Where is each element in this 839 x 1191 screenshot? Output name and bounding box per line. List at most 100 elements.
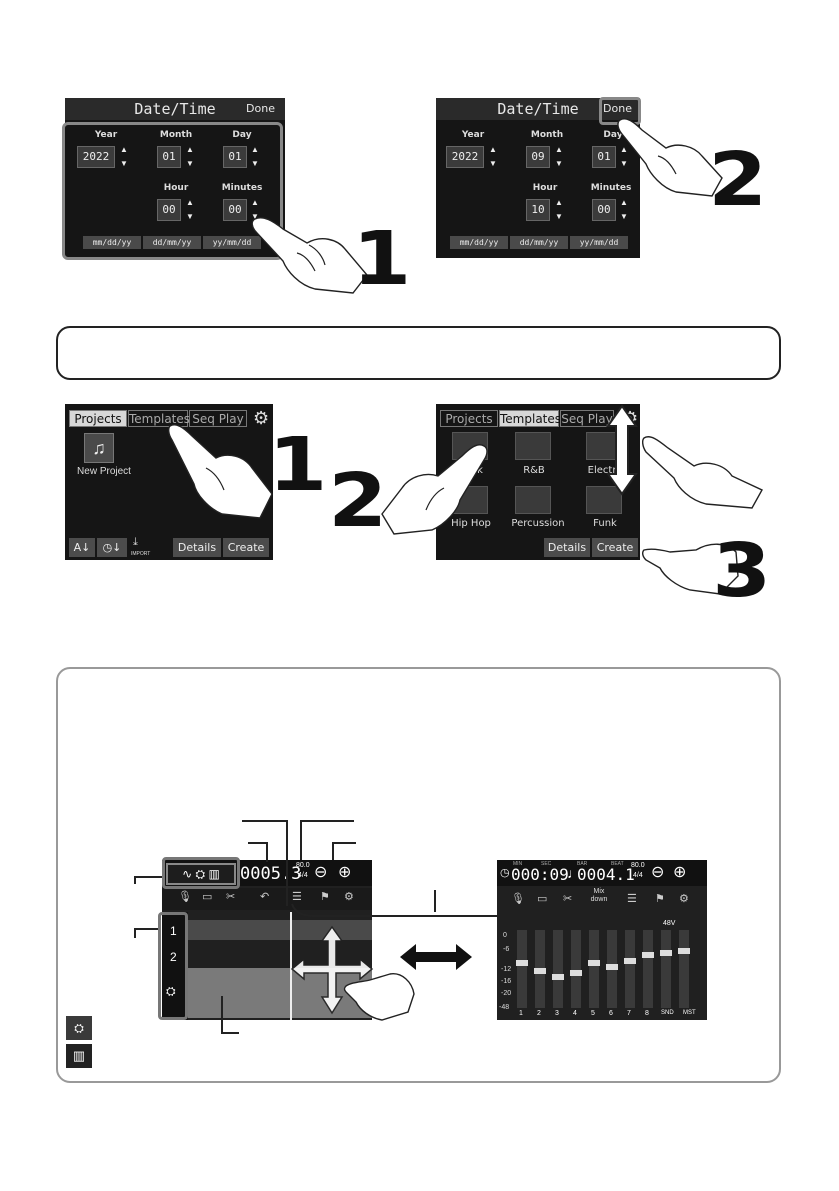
tab-projects[interactable]: Projects xyxy=(440,410,498,427)
step-number-1: 1 xyxy=(352,216,412,302)
gear-icon[interactable]: ⚙ xyxy=(253,408,270,428)
track-list xyxy=(162,912,188,1020)
format-mmddyy-button[interactable]: mm/dd/yy xyxy=(450,236,508,249)
sort-name-button[interactable]: A↓ xyxy=(69,538,95,557)
fader-knob[interactable] xyxy=(678,948,690,954)
fader-knob[interactable] xyxy=(552,974,564,980)
fader-knob[interactable] xyxy=(606,964,618,970)
cassette-icon[interactable]: ▭ xyxy=(537,893,548,905)
details-button[interactable]: Details xyxy=(173,538,221,557)
fader-knob[interactable] xyxy=(660,950,672,956)
year-up-arrow-icon[interactable]: ▲ xyxy=(120,145,128,154)
track-number[interactable]: 1 xyxy=(170,924,177,938)
mixdown-button[interactable]: Mix down xyxy=(590,888,608,903)
tab-projects[interactable]: Projects xyxy=(69,410,127,427)
tab-templates[interactable]: Templates xyxy=(499,410,562,427)
day-down-arrow-icon[interactable]: ▼ xyxy=(251,159,259,168)
new-project-icon[interactable]: ♫ xyxy=(84,433,114,463)
minutes-up-arrow-icon[interactable]: ▲ xyxy=(620,198,628,207)
hour-down-arrow-icon[interactable]: ▼ xyxy=(555,212,563,221)
bar-counter: 0005.3 xyxy=(240,864,302,884)
scissors-icon[interactable]: ✂ xyxy=(226,891,236,903)
hour-down-arrow-icon[interactable]: ▼ xyxy=(186,212,194,221)
month-field[interactable]: 01 xyxy=(157,146,181,168)
sort-time-button[interactable]: ◷↓ xyxy=(97,538,127,557)
mode-selector[interactable]: ∿ ⛭ ▥ xyxy=(166,863,236,885)
format-mmddyy-button[interactable]: mm/dd/yy xyxy=(83,236,141,249)
month-down-arrow-icon[interactable]: ▼ xyxy=(186,159,194,168)
zoom-in-icon[interactable]: ⊕ xyxy=(673,864,687,881)
month-up-arrow-icon[interactable]: ▲ xyxy=(186,145,194,154)
minutes-up-arrow-icon[interactable]: ▲ xyxy=(251,198,259,207)
fader-knob[interactable] xyxy=(588,960,600,966)
minutes-down-arrow-icon[interactable]: ▼ xyxy=(251,212,259,221)
funk-template-icon[interactable] xyxy=(586,486,622,514)
marker-icon[interactable]: ⚑ xyxy=(655,893,665,905)
hour-up-arrow-icon[interactable]: ▲ xyxy=(555,198,563,207)
month-up-arrow-icon[interactable]: ▲ xyxy=(555,145,563,154)
mic-icon[interactable]: 🎙 xyxy=(511,893,525,905)
day-field[interactable]: 01 xyxy=(223,146,247,168)
month-field[interactable]: 09 xyxy=(526,146,550,168)
year-down-arrow-icon[interactable]: ▼ xyxy=(120,159,128,168)
marker-icon[interactable]: ⚑ xyxy=(320,891,330,903)
mic-icon[interactable]: 🎙 xyxy=(178,891,192,903)
settings-icon[interactable]: ⚙ xyxy=(679,893,689,905)
rnb-template-icon[interactable] xyxy=(515,432,551,460)
mode-selector-callout xyxy=(162,857,240,889)
fader-knob[interactable] xyxy=(570,970,582,976)
format-ddmmyy-button[interactable]: dd/mm/yy xyxy=(143,236,201,249)
fader-knob[interactable] xyxy=(624,958,636,964)
fader-knob[interactable] xyxy=(534,968,546,974)
year-up-arrow-icon[interactable]: ▲ xyxy=(489,145,497,154)
cassette-icon[interactable]: ▭ xyxy=(202,891,213,903)
hour-field[interactable]: 00 xyxy=(157,199,181,221)
fader-knob[interactable] xyxy=(516,960,528,966)
done-button[interactable]: Done xyxy=(246,102,275,115)
step-number-3: 3 xyxy=(712,528,772,614)
zoom-out-icon[interactable]: ⊖ xyxy=(314,864,328,881)
zoom-in-icon[interactable]: ⊕ xyxy=(338,864,352,881)
hand-pointer-icon xyxy=(251,217,368,294)
hour-field[interactable]: 10 xyxy=(526,199,550,221)
percussion-template-icon[interactable] xyxy=(515,486,551,514)
channel-label: 8 xyxy=(645,1010,649,1017)
format-ddmmyy-button[interactable]: dd/mm/yy xyxy=(510,236,568,249)
scissors-icon[interactable]: ✂ xyxy=(563,893,573,905)
minutes-field[interactable]: 00 xyxy=(592,199,616,221)
undo-icon[interactable]: ↶ xyxy=(260,891,270,903)
year-down-arrow-icon[interactable]: ▼ xyxy=(489,159,497,168)
create-button[interactable]: Create xyxy=(223,538,269,557)
year-field[interactable]: 2022 xyxy=(446,146,484,168)
format-yymmdd-button[interactable]: yy/mm/dd xyxy=(203,236,261,249)
step-number-2: 2 xyxy=(708,137,768,223)
details-button[interactable]: Details xyxy=(544,538,590,557)
done-button[interactable]: Done xyxy=(603,102,632,115)
month-down-arrow-icon[interactable]: ▼ xyxy=(555,159,563,168)
minutes-field[interactable]: 00 xyxy=(223,199,247,221)
format-yymmdd-button[interactable]: yy/mm/dd xyxy=(570,236,628,249)
day-field[interactable]: 01 xyxy=(592,146,616,168)
leader-line xyxy=(434,890,436,912)
fader-knob[interactable] xyxy=(642,952,654,958)
settings-icon[interactable]: ⚙ xyxy=(344,891,354,903)
day-up-arrow-icon[interactable]: ▲ xyxy=(620,145,628,154)
minutes-down-arrow-icon[interactable]: ▼ xyxy=(620,212,628,221)
day-down-arrow-icon[interactable]: ▼ xyxy=(620,159,628,168)
playhead xyxy=(290,912,292,1020)
hour-up-arrow-icon[interactable]: ▲ xyxy=(186,198,194,207)
track-number[interactable]: 2 xyxy=(170,950,177,964)
drum-track-icon[interactable]: ⛭ xyxy=(166,984,176,998)
mixer-icon[interactable]: ☰ xyxy=(292,891,302,903)
year-field[interactable]: 2022 xyxy=(77,146,115,168)
create-button[interactable]: Create xyxy=(592,538,638,557)
leader-line xyxy=(134,928,136,938)
zoom-out-icon[interactable]: ⊖ xyxy=(651,864,665,881)
tab-templates[interactable]: Templates xyxy=(128,410,191,427)
leader-line xyxy=(242,820,288,822)
mixer-icon[interactable]: ☰ xyxy=(627,893,637,905)
tab-seq-play[interactable]: Seq Play xyxy=(189,410,247,427)
import-icon[interactable]: ⤓ xyxy=(133,536,138,548)
note-panel xyxy=(56,326,781,380)
day-up-arrow-icon[interactable]: ▲ xyxy=(251,145,259,154)
